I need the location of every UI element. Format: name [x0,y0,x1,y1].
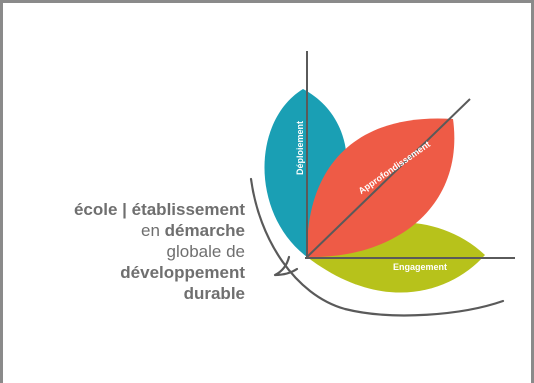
leaf-emblem: Déploiement Approfondissement Engagement [249,51,515,317]
logo-line-sustainable: durable [183,284,245,303]
label-deploiement: Déploiement [295,121,305,175]
logo-line-approach: en démarche [17,220,245,241]
logo-wordmark: école | établissement en démarche global… [17,199,245,304]
label-engagement: Engagement [393,262,447,272]
logo-line-development: développement [120,263,245,282]
emblem-curve [249,177,505,317]
axis-diagonal [306,98,471,258]
emblem-speech-tail [273,255,299,277]
logo-line-approach-prefix: en [141,221,165,240]
logo-line-global: globale de [166,242,245,261]
logo-line-approach-bold: démarche [164,221,245,240]
logo-line-school: école | établissement [73,200,245,219]
